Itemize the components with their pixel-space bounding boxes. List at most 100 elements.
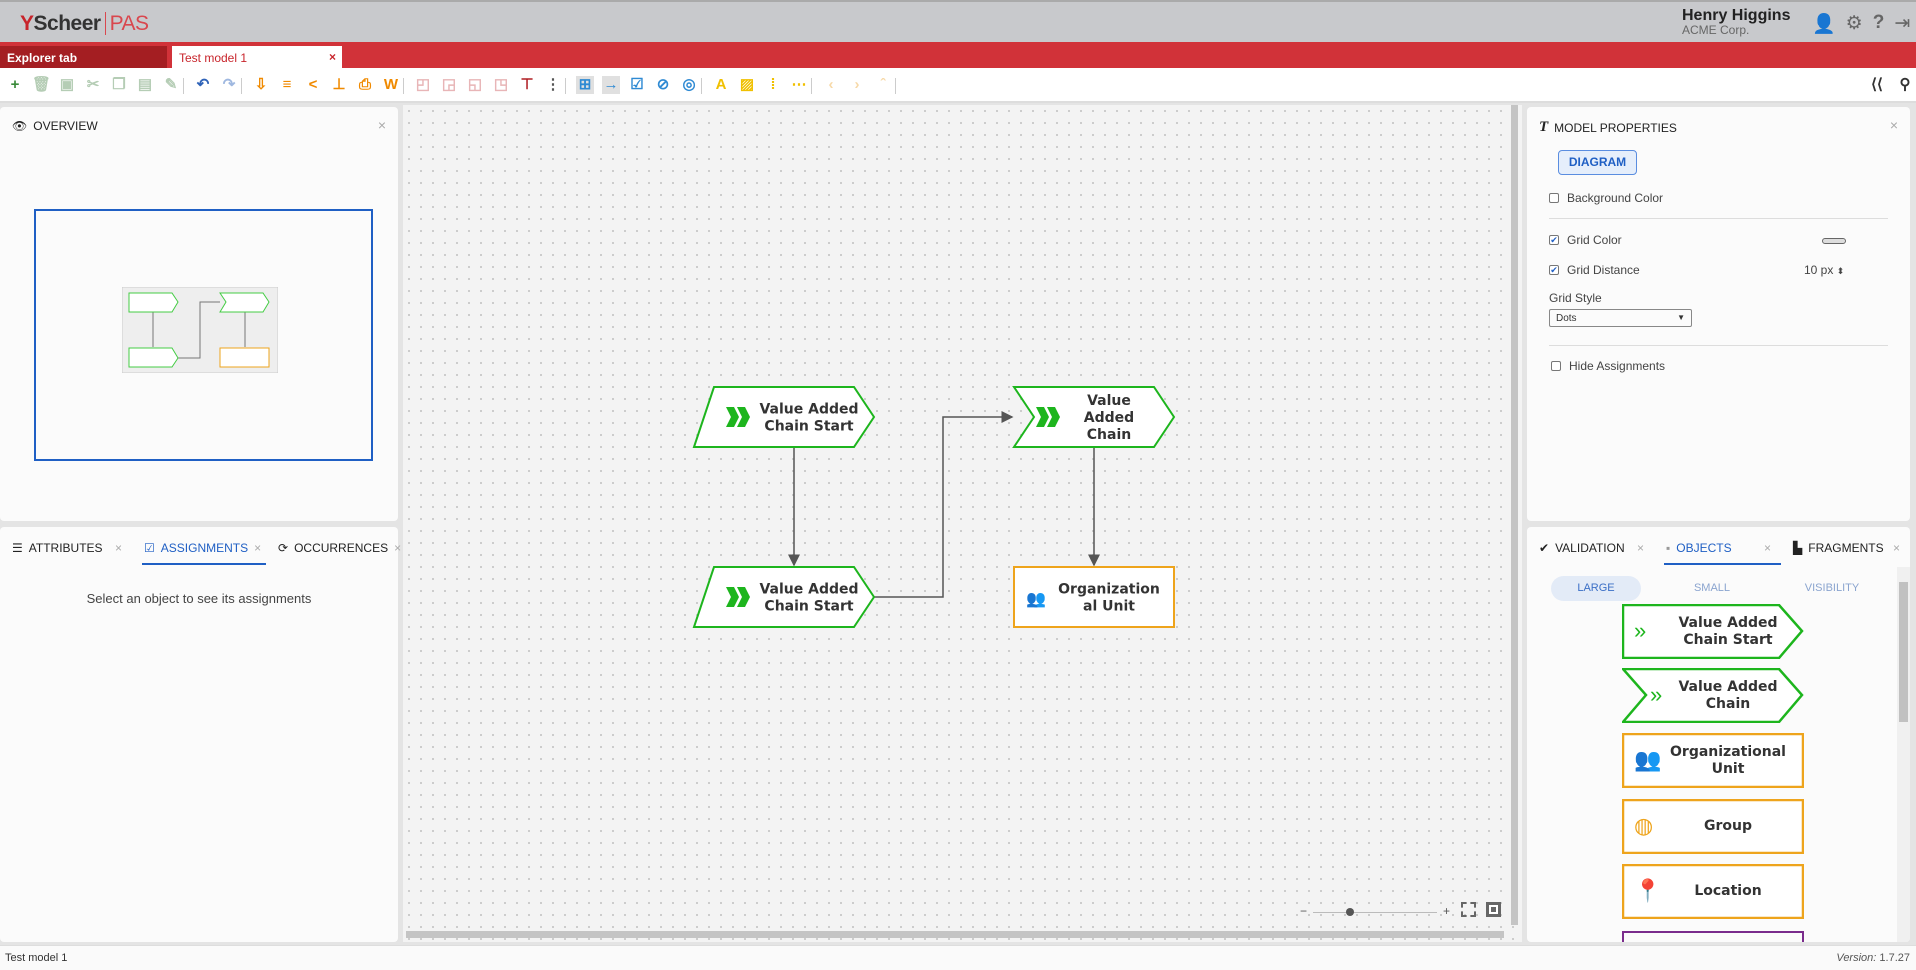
tab-validation[interactable]: ✔VALIDATION× bbox=[1527, 527, 1654, 567]
palette-object[interactable]: ◍Group bbox=[1622, 799, 1804, 854]
close-icon[interactable]: × bbox=[1763, 541, 1771, 555]
palette-object-label: Location bbox=[1694, 883, 1762, 899]
palette-object[interactable]: 👥Organizational Unit bbox=[1622, 733, 1804, 788]
grid-distance-stepper[interactable]: 10 px ⬍ bbox=[1804, 263, 1845, 277]
redo-icon[interactable]: ↷ bbox=[222, 76, 236, 93]
horizontal-scrollbar[interactable] bbox=[406, 931, 1504, 938]
tab-occurrences[interactable]: ⟳OCCURRENCES× bbox=[266, 527, 401, 567]
node-label: Chain Start bbox=[764, 599, 853, 615]
palette-object-partial[interactable] bbox=[1622, 931, 1804, 942]
columns-icon[interactable]: ⁞ bbox=[770, 76, 776, 93]
connector-edge[interactable] bbox=[874, 411, 1014, 598]
check-icon[interactable]: ☑ bbox=[630, 76, 644, 93]
tab-attributes[interactable]: ☰ATTRIBUTES× bbox=[0, 527, 132, 567]
palette-object[interactable]: »Value Added Chain bbox=[1622, 668, 1804, 723]
export-word-icon[interactable]: W bbox=[383, 76, 399, 93]
grid-distance-checkbox[interactable]: ✔ bbox=[1549, 265, 1559, 275]
close-icon[interactable]: × bbox=[1889, 117, 1898, 133]
fit-screen-icon[interactable] bbox=[1461, 902, 1476, 917]
actual-size-icon[interactable] bbox=[1486, 902, 1501, 917]
align-3-icon[interactable]: ◱ bbox=[467, 76, 483, 93]
grid-color-row[interactable]: ✔Grid Color bbox=[1549, 233, 1622, 247]
background-color-checkbox[interactable] bbox=[1549, 193, 1559, 203]
back-icon[interactable]: ‹ bbox=[828, 76, 834, 93]
more-icon[interactable]: ⋮ bbox=[545, 76, 561, 93]
format-painter-icon[interactable]: ✎ bbox=[164, 76, 178, 93]
hide-icon[interactable]: ⊘ bbox=[656, 76, 670, 93]
new-icon[interactable]: + bbox=[10, 76, 20, 93]
subtab-small[interactable]: SMALL bbox=[1693, 582, 1731, 594]
subtab-visibility[interactable]: VISIBILITY bbox=[1804, 582, 1860, 594]
diagram-node-organizational-unit[interactable]: 👥Organizational Unit bbox=[1013, 566, 1175, 628]
objects-scrollbar[interactable] bbox=[1897, 567, 1910, 942]
zoom-out-button[interactable]: − bbox=[1300, 904, 1308, 918]
close-icon[interactable]: × bbox=[114, 541, 122, 555]
vertical-scrollbar[interactable] bbox=[1511, 105, 1518, 925]
tab-assignments[interactable]: ☑ASSIGNMENTS× bbox=[132, 527, 266, 567]
close-icon[interactable]: × bbox=[1636, 541, 1644, 555]
tab-objects[interactable]: ▪OBJECTS× bbox=[1654, 527, 1781, 567]
toolbar-divider bbox=[241, 78, 242, 94]
node-label: Organization bbox=[1058, 582, 1160, 598]
hierarchy-icon[interactable]: ⊤ bbox=[520, 76, 534, 93]
export-doc-icon[interactable]: ≡ bbox=[282, 76, 292, 93]
up-icon[interactable]: ˆ bbox=[880, 76, 886, 93]
tab-explorer[interactable]: Explorer tab bbox=[0, 46, 167, 68]
overlap-icon[interactable]: ◎ bbox=[682, 76, 696, 93]
hide-assignments-row[interactable]: Hide Assignments bbox=[1551, 359, 1665, 373]
zoom-in-button[interactable]: + bbox=[1443, 904, 1451, 918]
palette-object[interactable]: »Value Added Chain Start bbox=[1622, 604, 1804, 659]
align-1-icon[interactable]: ◰ bbox=[415, 76, 431, 93]
print-icon[interactable]: ⎙ bbox=[358, 76, 371, 93]
close-icon[interactable]: × bbox=[1892, 541, 1900, 555]
close-icon[interactable]: × bbox=[394, 541, 402, 555]
text-icon: T bbox=[1539, 119, 1549, 135]
tab-test-model-1[interactable]: Test model 1× bbox=[172, 46, 342, 68]
gear-icon[interactable]: ⚙ bbox=[1845, 13, 1863, 34]
logout-icon[interactable]: ⇥ bbox=[1894, 13, 1911, 34]
delete-icon[interactable]: 🗑 bbox=[32, 76, 52, 93]
close-icon[interactable]: × bbox=[377, 117, 386, 133]
paste-icon[interactable]: ▤ bbox=[137, 76, 153, 93]
grid-icon[interactable]: ⊞ bbox=[576, 76, 594, 94]
help-icon[interactable]: ? bbox=[1872, 12, 1885, 33]
grid-distance-row[interactable]: ✔Grid Distance bbox=[1549, 263, 1640, 277]
align-2-icon[interactable]: ◲ bbox=[441, 76, 457, 93]
user-icon[interactable]: 👤 bbox=[1812, 14, 1836, 35]
text-icon[interactable]: A bbox=[715, 76, 727, 93]
undo-icon[interactable]: ↶ bbox=[196, 76, 210, 93]
grid-color-swatch[interactable] bbox=[1822, 238, 1846, 244]
subtab-large[interactable]: LARGE bbox=[1551, 576, 1641, 601]
diagram-button[interactable]: DIAGRAM bbox=[1558, 150, 1637, 175]
grid-color-checkbox[interactable]: ✔ bbox=[1549, 235, 1559, 245]
hide-assignments-checkbox[interactable] bbox=[1551, 361, 1561, 371]
search-icon[interactable]: ⚲ bbox=[1899, 76, 1911, 93]
align-4-icon[interactable]: ◳ bbox=[493, 76, 509, 93]
zoom-slider-handle[interactable] bbox=[1346, 908, 1355, 916]
duplicate-icon[interactable]: ▣ bbox=[59, 76, 75, 93]
cut-icon[interactable]: ✂ bbox=[86, 76, 100, 93]
image-icon[interactable]: ▨ bbox=[739, 76, 755, 93]
rows-icon[interactable]: ⋯ bbox=[791, 76, 807, 93]
pin-icon[interactable]: ⊥ bbox=[332, 76, 346, 93]
collapse-panel-icon[interactable]: ⟨⟨ bbox=[1871, 76, 1883, 93]
copy-icon[interactable]: ❐ bbox=[112, 76, 126, 93]
connector-icon[interactable]: → bbox=[602, 76, 620, 94]
palette-object[interactable]: 📍Location bbox=[1622, 864, 1804, 919]
share-icon[interactable]: < bbox=[308, 76, 318, 93]
grid-style-select[interactable]: Dots▼ bbox=[1549, 309, 1692, 327]
import-icon[interactable]: ⇩ bbox=[254, 76, 268, 93]
zoom-slider[interactable] bbox=[1313, 912, 1437, 913]
forward-icon[interactable]: › bbox=[854, 76, 860, 93]
close-icon[interactable]: × bbox=[254, 541, 262, 555]
overview-viewport[interactable] bbox=[34, 209, 373, 461]
tab-fragments[interactable]: ▙FRAGMENTS× bbox=[1781, 527, 1910, 567]
background-color-row[interactable]: Background Color bbox=[1549, 191, 1663, 205]
close-tab-icon[interactable]: × bbox=[328, 50, 336, 64]
